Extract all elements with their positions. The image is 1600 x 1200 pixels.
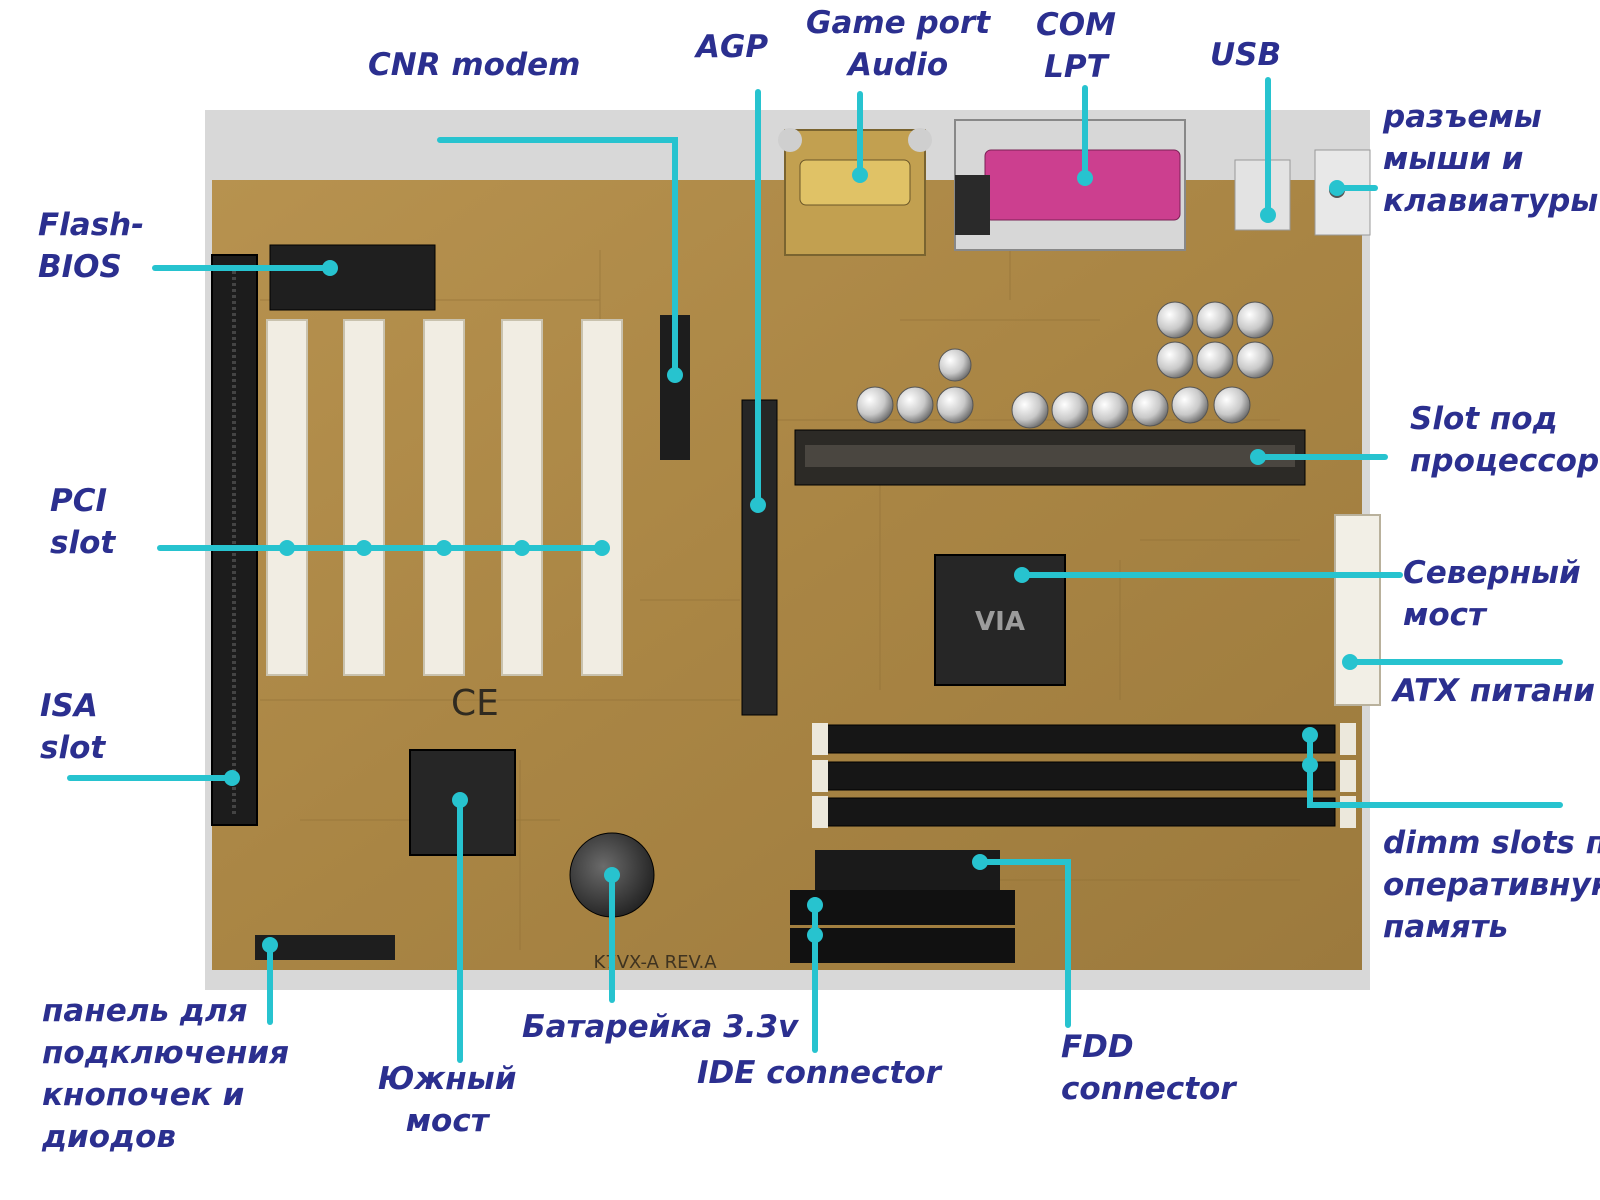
label-bios-line: BIOS [38,249,122,285]
label-agp-text: AGP [696,29,769,65]
label-mouse-keyboard-line1: разъемы [1383,99,1542,135]
label-mouse-keyboard-line2: мыши и [1383,141,1524,177]
dimm-slot-3 [824,797,1336,827]
label-dimm-slots: dimm slots по оперативнук память [1383,822,1600,948]
pci-slot-3 [423,319,465,676]
label-battery-text: Батарейка 3.3v [522,1009,799,1045]
dimm-slots [824,724,1336,827]
front-panel-header [255,935,395,960]
label-front-panel-line2: подключения [42,1035,289,1071]
label-cpu-slot-line2: процессор [1410,443,1600,479]
label-isa-line1: ISA [40,688,98,724]
bios-chip [269,244,436,311]
pci-slot-2 [343,319,385,676]
label-atx-power: ATX питани [1393,670,1595,712]
cpu-slot [794,429,1306,486]
label-south-bridge-line2: мост [405,1103,489,1139]
lpt-com-connector [954,119,1186,251]
dimm-slot-1 [824,724,1336,754]
label-ide-connector-text: IDE connector [697,1055,941,1091]
label-usb-text: USB [1210,37,1282,73]
label-usb: USB [1210,34,1281,76]
label-front-panel: панель для подключения кнопочек и диодов [42,990,289,1158]
dimm-latches [812,723,1356,828]
leader-dots [224,167,1358,953]
label-front-panel-line3: кнопочек и [42,1077,245,1113]
pci-slot-5 [581,319,623,676]
leader-fdd [977,859,1071,1028]
label-pci-line1: PCI [50,483,108,519]
label-game-port-line2: Audio [847,47,949,83]
leader-cnr-modem [437,137,678,378]
label-north-bridge: Северный мост [1403,552,1581,636]
label-flash-bios: Flash- BIOS [38,204,144,288]
label-isa-slot: ISA slot [40,685,105,769]
label-fdd-line2: connector [1061,1071,1236,1107]
label-isa-line2: slot [40,730,106,766]
label-front-panel-line1: панель для [42,993,248,1029]
label-dimm-line3: память [1383,909,1509,945]
board-marking: K7VX-A REV.A [593,952,717,973]
label-flash-line: Flash- [38,207,145,243]
north-bridge-chip: VIA [934,554,1066,686]
label-cnr-modem-text: CNR modem [368,47,581,83]
label-pci-slot: PCI slot [50,480,115,564]
label-north-bridge-line2: мост [1403,597,1486,633]
label-com-lpt: COM LPT [1036,4,1116,88]
dimm-slot-2 [824,761,1336,791]
label-dimm-line1: dimm slots по [1383,825,1600,861]
fdd-connector-block [815,850,1000,890]
label-game-port-audio: Game port Audio [806,2,990,86]
label-game-port-line1: Game port [806,5,991,41]
label-com-line: COM [1036,7,1116,43]
label-pci-line2: slot [50,525,116,561]
label-battery: Батарейка 3.3v [522,1006,798,1048]
label-dimm-line2: оперативнук [1383,867,1600,903]
game-port-connector [778,128,932,256]
label-ide-connector: IDE connector [697,1052,941,1094]
north-bridge-brand: VIA [975,607,1025,637]
label-front-panel-line4: диодов [42,1119,177,1155]
capacitor-bank-cpu [856,301,1274,429]
atx-power-connector [1334,514,1381,706]
label-fdd-line1: FDD [1061,1029,1134,1065]
label-north-bridge-line1: Северный [1403,555,1581,591]
label-cnr-modem: CNR modem [368,44,580,86]
ide-connector-1 [790,890,1015,925]
label-lpt-line: LPT [1044,49,1108,85]
label-cpu-slot: Slot под процессор [1410,398,1599,482]
label-mouse-keyboard: разъемы мыши и клавиатуры [1383,96,1598,222]
label-atx-power-text: ATX питани [1393,673,1596,709]
label-south-bridge: Южный мост [378,1058,516,1142]
ce-mark: CE [451,683,499,724]
label-agp: AGP [696,26,768,68]
label-mouse-keyboard-line3: клавиатуры [1383,183,1599,219]
label-cpu-slot-line1: Slot под [1410,401,1558,437]
pci-slot-4 [501,319,543,676]
label-south-bridge-line1: Южный [378,1061,517,1097]
pci-slot-1 [266,319,308,676]
label-fdd-connector: FDD connector [1061,1026,1236,1110]
ide-connector-2 [790,928,1015,963]
pci-slots [266,319,623,676]
